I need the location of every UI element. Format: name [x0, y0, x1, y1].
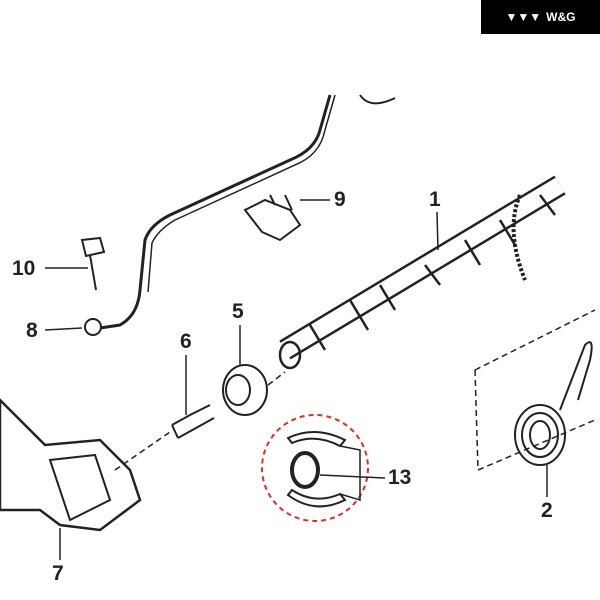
- half-shell-upper: [286, 431, 347, 448]
- seal-ring-5: [222, 364, 268, 416]
- callout-7: 7: [52, 562, 64, 585]
- bolt-10: [80, 236, 106, 291]
- callout-8: 8: [26, 319, 38, 342]
- bolt-6: [171, 404, 215, 439]
- callout-13: 13: [388, 466, 412, 489]
- bracket-9: [243, 194, 302, 242]
- highlight-circle: [261, 414, 369, 522]
- housing-7: [0, 398, 142, 532]
- brand-logo-text: W&G: [546, 10, 576, 24]
- camshaft: [278, 175, 566, 370]
- oil-pipe: [99, 94, 332, 330]
- callout-9: 9: [334, 188, 346, 211]
- callout-1: 1: [429, 188, 441, 211]
- callout-2: 2: [541, 499, 553, 522]
- callout-10: 10: [12, 257, 36, 280]
- banjo-fitting: [84, 318, 102, 336]
- wg-chevrons-icon: ▼▼▼: [505, 10, 542, 24]
- callout-5: 5: [232, 300, 244, 323]
- brand-logo: ▼▼▼ W&G: [481, 0, 600, 34]
- spring-2: [514, 341, 593, 466]
- bearing-ring-13: [290, 451, 320, 489]
- half-shell-lower: [286, 488, 347, 508]
- callout-6: 6: [180, 330, 192, 353]
